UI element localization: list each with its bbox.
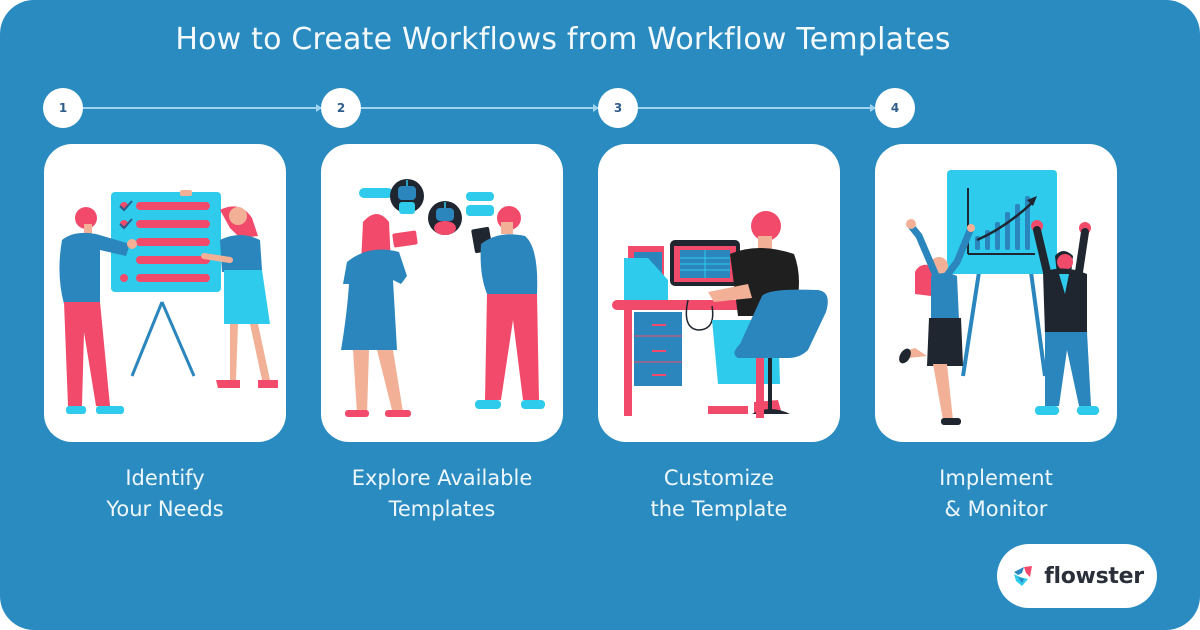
step-number-1: 1 [43,88,83,128]
step-card-1 [44,144,286,442]
arrow-right-icon [316,104,322,112]
step-card-3 [598,144,840,442]
arrow-right-icon [870,104,876,112]
step-number-2: 2 [321,88,361,128]
step-label-3-line1: Customize [663,466,775,490]
step-card-4 [875,144,1117,442]
step-label-1-line1: Identify [125,466,205,490]
checklist-board-illustration [59,190,278,414]
arrow-right-icon [593,104,599,112]
step-label-2: Explore Available Templates [321,463,563,525]
step-label-3-line2: the Template [650,497,788,521]
celebrating-growth-chart-illustration [899,170,1099,425]
page-title: How to Create Workflows from Workflow Te… [175,22,951,57]
step-label-2-line2: Templates [388,497,496,521]
step-connector-1-2 [83,104,322,112]
step-number-4: 4 [875,88,915,128]
step-label-4: Implement & Monitor [875,463,1117,525]
step-card-2 [321,144,563,442]
step-label-2-line1: Explore Available [351,466,533,490]
flowster-logo-badge: flowster [997,544,1157,608]
step-number-3: 3 [598,88,638,128]
step-connector-2-3 [361,104,599,112]
flowster-logo-text: flowster [1044,563,1144,589]
flowster-logo-icon [1014,566,1033,586]
step-label-4-line2: & Monitor [944,497,1048,521]
chatbot-conversation-illustration [341,179,545,417]
step-label-3: Customize the Template [598,463,840,525]
step-connector-3-4 [638,104,876,112]
desk-computer-illustration [612,211,828,418]
step-label-1: Identify Your Needs [44,463,286,525]
step-label-4-line1: Implement [939,466,1053,490]
step-label-1-line2: Your Needs [106,497,224,521]
